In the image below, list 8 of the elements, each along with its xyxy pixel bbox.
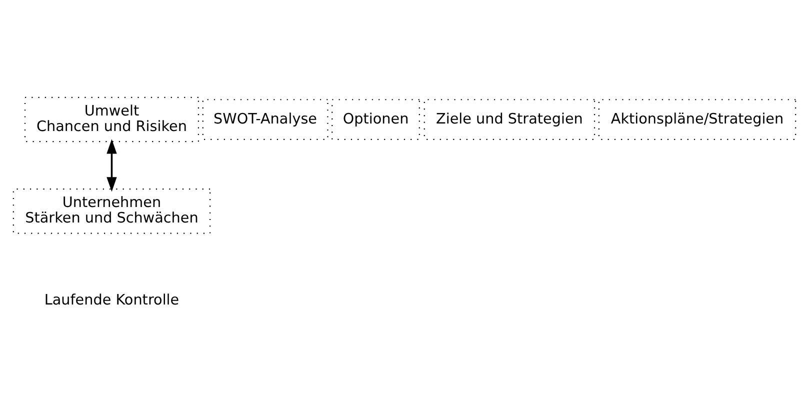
arrow [106, 138, 117, 192]
node-box: Optionen [332, 98, 420, 140]
node-box: Umwelt Chancen und Risiken [24, 96, 200, 142]
node-box: Ziele und Strategien [424, 98, 596, 140]
label: Laufende Kontrolle [44, 292, 180, 308]
node-box: SWOT-Analyse [202, 98, 328, 140]
node-box: Aktionspläne/Strategien [598, 98, 796, 140]
node-box: Unternehmen Stärken und Schwächen [12, 188, 211, 234]
